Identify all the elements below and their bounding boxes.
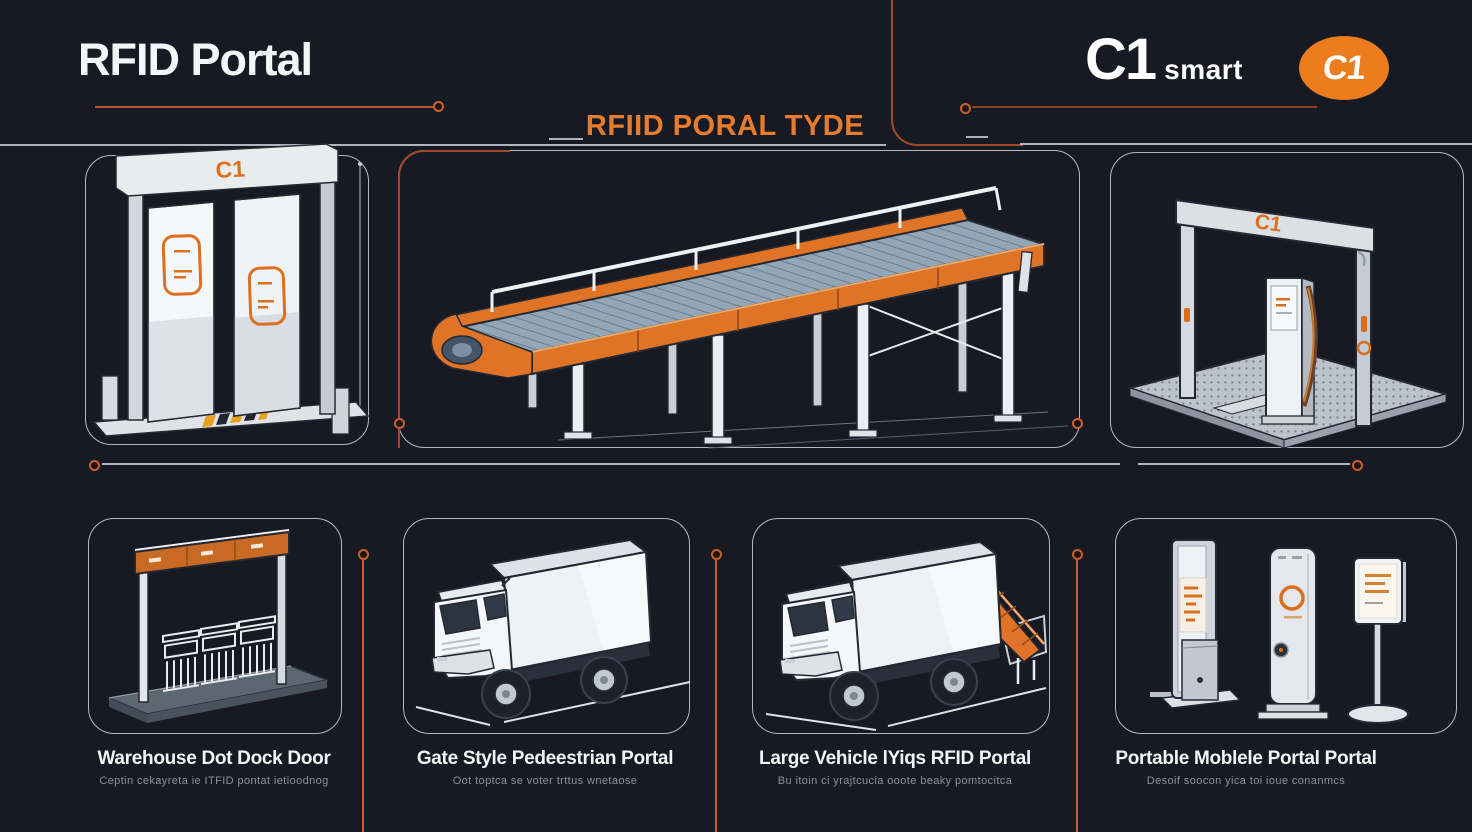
caption-title: Gate Style Pedeestrian Portal	[416, 748, 674, 769]
panel-large-vehicle	[752, 518, 1050, 734]
caption-warehouse-dock: Warehouse Dot Dock Door Ceptin cekayreta…	[54, 748, 374, 787]
connector-line-2	[715, 560, 717, 832]
brand-c1-text: C1	[1085, 27, 1157, 92]
c1-logo-text: C1	[215, 155, 246, 183]
door-portal-illustration: C1	[92, 143, 370, 437]
page-title: RFID Portal	[78, 34, 313, 85]
panel-conveyor-dot-right	[1072, 418, 1083, 429]
pedestal-mid	[1257, 547, 1329, 720]
warehouse-dock-illustration	[106, 529, 330, 723]
large-vehicle-truck-illustration	[765, 540, 1048, 731]
connector-dot-3	[1072, 549, 1083, 560]
caption-subtitle: Oot toptca se voter trttus wnetaose	[452, 775, 638, 787]
conveyor-illustration	[430, 186, 1069, 449]
connector-line-1	[362, 560, 364, 832]
portable-pedestals-illustration	[1150, 539, 1409, 724]
conveyor-front-legs	[563, 272, 1023, 445]
panel-portable-mobile	[1115, 518, 1457, 734]
caption-subtitle: Ceptin cekayreta ie ITFID pontat ietiood…	[99, 775, 329, 787]
divider-line-right	[1138, 463, 1350, 465]
caption-title: Portable Moblele Portal Portal	[1115, 748, 1377, 769]
header-orange-corner	[891, 0, 1023, 146]
divider-dot-left	[89, 460, 100, 471]
panel-conveyor-orange-edge	[398, 150, 510, 448]
connector-dot-2	[711, 549, 722, 560]
header-rule-right	[1020, 143, 1472, 145]
caption-gate-pedestrian: Gate Style Pedeestrian Portal Oot toptca…	[385, 748, 705, 787]
title-underline	[95, 106, 433, 108]
brand-underline	[972, 106, 1317, 108]
caption-large-vehicle: Large Vehicle lYiqs RFID Portal Bu itoin…	[735, 748, 1055, 787]
pedestal-tall	[1150, 539, 1242, 709]
header-rule-left	[0, 144, 886, 146]
caption-portable-mobile: Portable Moblele Portal Portal Desoif so…	[1086, 748, 1406, 787]
panel-warehouse-dock	[88, 518, 342, 734]
panel-gate-pedestrian	[403, 518, 690, 734]
divider-dot-right	[1352, 460, 1363, 471]
divider-line-left	[102, 463, 1120, 465]
brand-wordmark: C1 smart	[1085, 26, 1243, 93]
brand-underline-dot	[960, 103, 971, 114]
connector-line-3	[1076, 560, 1078, 832]
section-dash-right	[966, 136, 988, 138]
brand-smart-text: smart	[1164, 54, 1243, 85]
brand-badge-text: C1	[1321, 48, 1367, 87]
caption-title: Large Vehicle lYiqs RFID Portal	[759, 748, 1031, 769]
section-dash-left	[549, 138, 583, 140]
caption-title: Warehouse Dot Dock Door	[97, 748, 331, 769]
title-underline-dot	[433, 101, 444, 112]
fence	[162, 615, 276, 692]
connector-dot-1	[358, 549, 369, 560]
section-title: RFIID PORAL TYDE	[585, 110, 865, 142]
kiosk-portal-illustration: C1	[1126, 198, 1450, 449]
pedestal-sign	[1347, 557, 1409, 724]
gate-truck-illustration	[415, 538, 691, 726]
caption-subtitle: Desoif soocon yica toi ioue conanmcs	[1146, 775, 1346, 787]
c1-logo-text: C1	[1253, 210, 1283, 237]
brand-badge: C1	[1299, 36, 1389, 100]
caption-subtitle: Bu itoin ci yrajtcucia ooote beaky pomto…	[777, 775, 1013, 787]
panel-conveyor-dot-left	[394, 418, 405, 429]
